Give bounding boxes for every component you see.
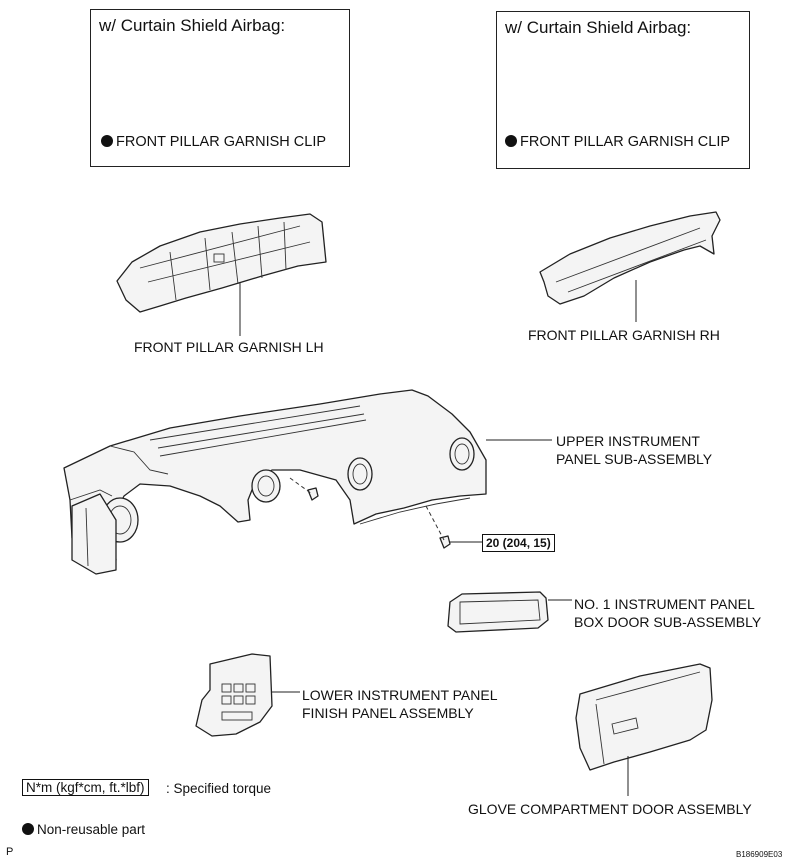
- label-line: BOX DOOR SUB-ASSEMBLY: [574, 614, 762, 630]
- non-reusable-bullet-icon: [22, 823, 34, 835]
- torque-spec-box: 20 (204, 15): [482, 534, 555, 552]
- box-door-drawing: [447, 591, 572, 633]
- inset-title: w/ Curtain Shield Airbag:: [505, 18, 692, 37]
- upper-instrument-panel-drawing: [63, 389, 552, 575]
- label-line: FINISH PANEL ASSEMBLY: [302, 705, 474, 721]
- label-line: PANEL SUB-ASSEMBLY: [556, 451, 713, 467]
- legend-nonreusable-text: Non-reusable part: [37, 822, 146, 837]
- figure-code: B186909E03: [736, 850, 783, 859]
- label-line: NO. 1 INSTRUMENT PANEL: [574, 596, 755, 612]
- label-upper-instrument-panel: UPPER INSTRUMENT PANEL SUB-ASSEMBLY: [556, 432, 712, 468]
- label-front-pillar-garnish-lh: FRONT PILLAR GARNISH LH: [134, 339, 324, 355]
- non-reusable-bullet-icon: [101, 135, 113, 147]
- front-pillar-garnish-rh-drawing: [539, 211, 721, 322]
- label-front-pillar-garnish-rh: FRONT PILLAR GARNISH RH: [528, 327, 720, 343]
- legend-nonreusable: Non-reusable part: [22, 822, 145, 837]
- label-lower-finish-panel: LOWER INSTRUMENT PANEL FINISH PANEL ASSE…: [302, 686, 498, 722]
- label-line: LOWER INSTRUMENT PANEL: [302, 687, 498, 703]
- label-glove-compartment-door: GLOVE COMPARTMENT DOOR ASSEMBLY: [468, 801, 752, 817]
- inset-box-right: w/ Curtain Shield Airbag: FRONT PILLAR G…: [496, 11, 750, 169]
- non-reusable-bullet-icon: [505, 135, 517, 147]
- inset-part-text: FRONT PILLAR GARNISH CLIP: [520, 134, 731, 150]
- inset-title: w/ Curtain Shield Airbag:: [99, 16, 286, 35]
- legend-torque-desc: : Specified torque: [166, 781, 272, 796]
- inset-box-left: w/ Curtain Shield Airbag: FRONT PILLAR G…: [90, 9, 350, 167]
- glove-door-drawing: [575, 663, 713, 796]
- label-box-door: NO. 1 INSTRUMENT PANEL BOX DOOR SUB-ASSE…: [574, 595, 761, 631]
- lower-finish-panel-drawing: [195, 653, 300, 737]
- inset-part-label: FRONT PILLAR GARNISH CLIP: [101, 134, 326, 150]
- legend-torque-unit: N*m (kgf*cm, ft.*lbf): [22, 779, 149, 796]
- inset-part-label: FRONT PILLAR GARNISH CLIP: [505, 134, 730, 150]
- front-pillar-garnish-lh-drawing: [116, 213, 327, 336]
- label-line: UPPER INSTRUMENT: [556, 433, 700, 449]
- footer-left-mark: P: [6, 846, 14, 858]
- inset-part-text: FRONT PILLAR GARNISH CLIP: [116, 134, 327, 150]
